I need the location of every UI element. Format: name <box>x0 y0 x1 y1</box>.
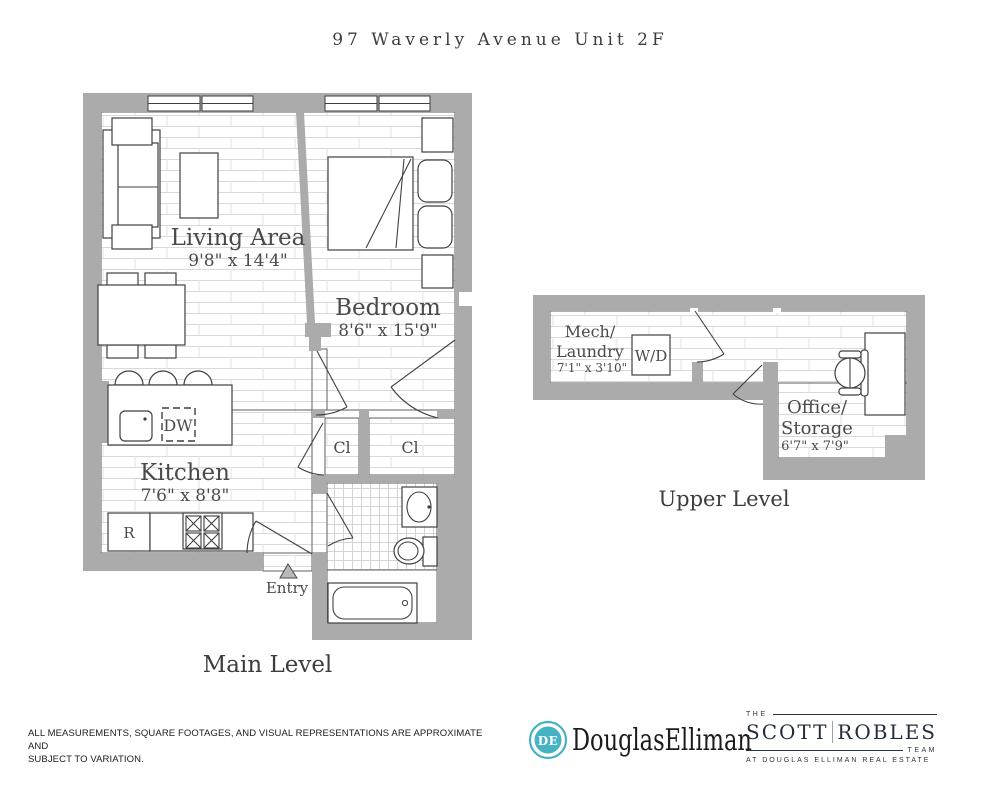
bed-icon <box>327 156 453 251</box>
douglas-elliman-wordmark: DouglasElliman <box>572 722 752 758</box>
living-area-label: Living Area <box>171 225 306 251</box>
office-chair-icon <box>834 349 869 397</box>
entry-arrow-icon <box>279 563 298 579</box>
team-rule-top <box>772 714 937 715</box>
office-storage-dims: 6'7" x 7'9" <box>781 439 849 454</box>
disclaimer-line-1: ALL MEASUREMENTS, SQUARE FOOTAGES, AND V… <box>28 728 483 752</box>
page-title: 97 Waverly Avenue Unit 2F <box>332 30 668 50</box>
nightstand-icon <box>421 254 454 289</box>
dining-table-icon <box>97 272 186 359</box>
main-level-plan: Living Area 9'8" x 14'4" Bedroom 8'6" x … <box>83 93 472 640</box>
living-area-dims: 9'8" x 14'4" <box>188 251 287 271</box>
bathtub-icon <box>327 582 418 624</box>
bathroom-sink-icon <box>401 486 438 528</box>
disclaimer-line-2: SUBJECT TO VARIATION. <box>28 754 144 765</box>
bathroom-fixtures <box>327 486 438 624</box>
desk-icon <box>864 332 906 416</box>
sink-icon <box>119 410 153 442</box>
washer-dryer-label: W/D <box>635 347 668 365</box>
scott-robles-team-logo: THE SCOTT ROBLES TEAM AT DOUGLAS ELLIMAN… <box>746 711 937 764</box>
stove-icon <box>182 512 223 550</box>
team-rule-bottom <box>746 750 903 751</box>
mech-laundry-label-2: Laundry <box>556 342 624 361</box>
kitchen-label: Kitchen <box>140 460 230 486</box>
team-the: THE <box>746 711 768 718</box>
team-tagline: AT DOUGLAS ELLIMAN REAL ESTATE <box>746 757 931 764</box>
window-icons <box>147 95 431 112</box>
nightstand-icon <box>421 117 454 153</box>
mech-laundry-dims: 7'1" x 3'10" <box>557 361 627 375</box>
douglas-elliman-brand: DE DouglasElliman <box>527 719 812 761</box>
upper-floors <box>549 310 908 459</box>
dishwasher-label: DW <box>163 416 193 435</box>
team-word: TEAM <box>907 747 937 754</box>
upper-walls <box>533 295 925 480</box>
entry-label: Entry <box>266 579 309 597</box>
upper-level-plan: Mech/ Laundry 7'1" x 3'10" W/D Office/ S… <box>533 295 925 480</box>
disclaimer-text: ALL MEASUREMENTS, SQUARE FOOTAGES, AND V… <box>28 727 498 766</box>
bedroom-label: Bedroom <box>335 295 441 321</box>
kitchen-dims: 7'6" x 8'8" <box>141 486 230 506</box>
main-level-label: Main Level <box>202 652 333 678</box>
sofa-icon <box>102 117 161 250</box>
closet-left-label: Cl <box>333 438 350 457</box>
washer-dryer-icon <box>631 334 671 376</box>
team-name-robles: ROBLES <box>837 720 937 744</box>
team-name-scott: SCOTT <box>746 720 829 744</box>
dishwasher-icon <box>161 407 196 442</box>
upper-door-swings <box>694 310 764 405</box>
office-storage-label-2: Storage <box>781 418 853 439</box>
team-divider <box>832 721 834 743</box>
coffee-table-icon <box>179 152 219 219</box>
kitchen-island-icon <box>107 370 233 446</box>
kitchen-counter-icon <box>107 512 254 552</box>
office-storage-label-1: Office/ <box>787 397 848 418</box>
douglas-elliman-logo-icon: DE <box>528 720 568 760</box>
closet-right-label: Cl <box>401 438 418 457</box>
douglas-elliman-monogram: DE <box>538 734 559 748</box>
mech-laundry-label-1: Mech/ <box>565 322 616 341</box>
bedroom-dims: 8'6" x 15'9" <box>338 321 437 341</box>
door-swings <box>246 339 456 555</box>
toilet-icon <box>393 536 438 567</box>
upper-level-label: Upper Level <box>658 487 790 511</box>
refrigerator-label: R <box>123 524 135 542</box>
